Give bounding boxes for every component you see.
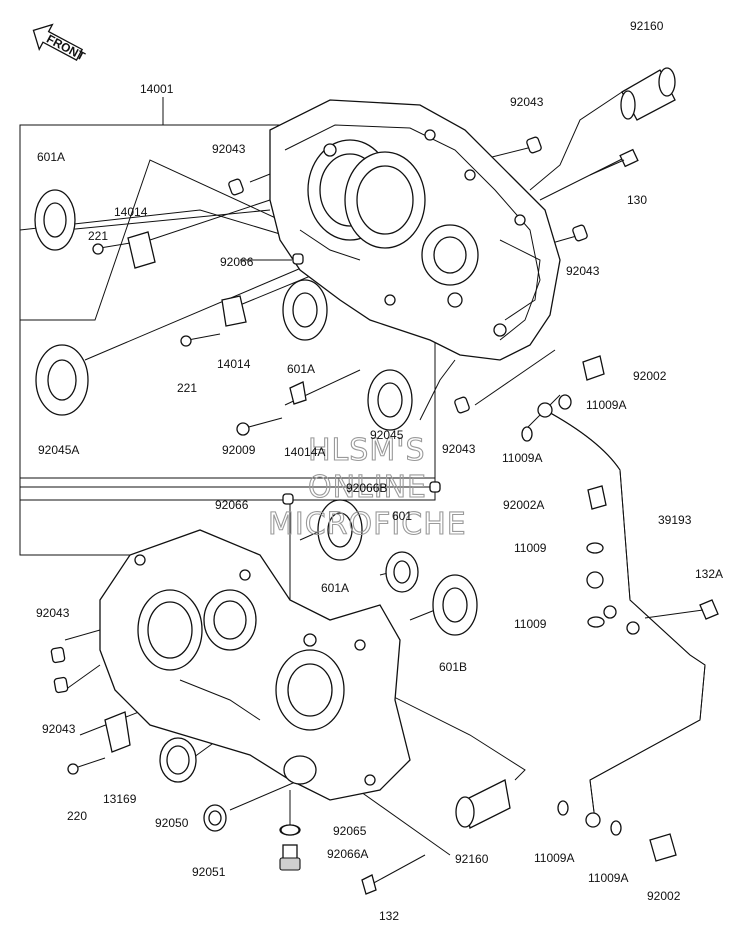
oil-seal-92050-icon [159,737,197,783]
bearing-92045A-icon [35,344,89,416]
part-label[interactable]: 92050 [155,816,189,830]
part-label[interactable]: 92066B [346,481,387,495]
part-label[interactable]: 11009 [514,541,547,555]
oil-seal-92051-icon [203,804,227,832]
part-label[interactable]: 92043 [212,142,246,156]
watermark-line3: MICROFICHE [268,507,467,542]
part-labels: 14001 92160 92043 92043 601A 14014 221 9… [36,19,723,923]
part-label[interactable]: 92009 [222,443,256,457]
part-label[interactable]: 601 [392,509,412,523]
front-arrow-label: FRONT [44,32,88,64]
bearing-601A-top-icon [34,189,76,251]
part-label[interactable]: 92043 [42,722,76,736]
part-label[interactable]: 13169 [103,792,137,806]
upper-crankcase [269,99,561,361]
part-label[interactable]: 92045A [38,443,79,457]
part-label[interactable]: 92002A [503,498,544,512]
part-label[interactable]: 92160 [630,19,664,33]
part-label[interactable]: 601A [37,150,65,164]
part-label[interactable]: 601A [321,581,349,595]
part-label[interactable]: 220 [67,809,87,823]
washers [280,394,622,836]
watermark: HLSM'S ONLINE MICROFICHE [267,432,467,542]
bearing-601B-icon [432,574,478,636]
part-label[interactable]: 130 [627,193,647,207]
part-label[interactable]: 92066 [220,255,254,269]
part-label[interactable]: 92002 [647,889,681,903]
part-label[interactable]: 11009A [534,851,574,865]
collar-92160-top-icon [620,67,676,121]
part-label[interactable]: 14001 [140,82,174,96]
watermark-line1: HLSM'S [308,433,426,468]
part-label[interactable]: 92160 [455,852,489,866]
collar-92160-bottom-icon [455,779,511,829]
bearing-601A-mid-icon [282,279,328,341]
part-label[interactable]: 14014A [284,445,325,459]
part-label[interactable]: 14014 [217,357,251,371]
part-label[interactable]: 92045 [370,428,404,442]
bearing-601A-low-icon [385,551,419,593]
part-label[interactable]: 92043 [510,95,544,109]
lower-crankcase [99,529,411,801]
part-label[interactable]: 11009A [588,871,628,885]
part-label[interactable]: 39193 [658,513,692,527]
part-label[interactable]: 11009A [502,451,542,465]
part-label[interactable]: 221 [88,229,108,243]
part-label[interactable]: 221 [177,381,197,395]
part-label[interactable]: 92002 [633,369,667,383]
front-arrow-icon: FRONT [32,23,88,64]
watermark-line2: ONLINE [308,470,427,505]
dowel-pins [50,136,588,694]
part-label[interactable]: 92043 [566,264,600,278]
bearing-601-icon [317,499,363,561]
bearing-92045-icon [367,369,413,431]
part-label[interactable]: 92051 [192,865,226,879]
part-label[interactable]: 92065 [333,824,367,838]
part-label[interactable]: 92043 [36,606,70,620]
part-label[interactable]: 132 [379,909,399,923]
part-label[interactable]: 11009A [586,398,626,412]
part-label[interactable]: 601A [287,362,315,376]
part-label[interactable]: 11009 [514,617,547,631]
bolts-and-plates [67,148,719,895]
part-label[interactable]: 92066A [327,847,368,861]
oil-pipe-icon [537,355,706,862]
part-label[interactable]: 14014 [114,205,148,219]
part-label[interactable]: 132A [695,567,723,581]
part-label[interactable]: 601B [439,660,467,674]
part-label[interactable]: 92043 [442,442,476,456]
part-label[interactable]: 92066 [215,498,249,512]
